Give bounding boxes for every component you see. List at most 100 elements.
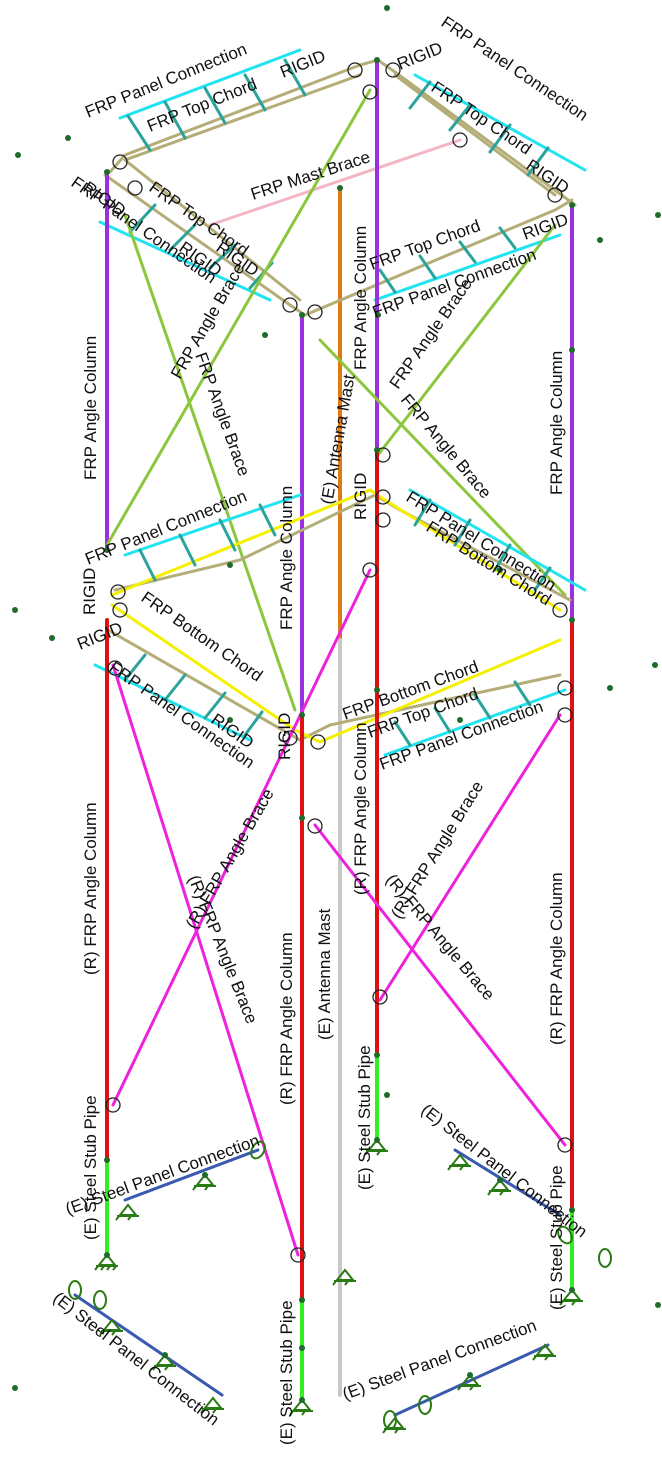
hinge-icon — [310, 734, 326, 750]
hinge-icon — [110, 584, 126, 600]
label-frp-angle-column: FRP Angle Column — [351, 226, 370, 370]
support-icon — [487, 1178, 511, 1196]
top-panel-chord-inner — [123, 73, 362, 162]
label-r-frp-angle-column: (R) FRP Angle Column — [81, 802, 100, 975]
spring-icon — [93, 1290, 107, 1310]
label-rigid: RIGID — [351, 473, 370, 520]
hinge-icon — [547, 187, 563, 203]
hinge-icon — [282, 730, 298, 746]
label-frp-angle-column: FRP Angle Column — [277, 486, 296, 630]
frp-angle-braces-upper — [105, 88, 567, 712]
support-icon — [447, 1153, 471, 1171]
label-rigid: RIGID — [74, 618, 125, 653]
label-e-steel-stub-pipe: (E) Steel Stub Pipe — [547, 1165, 566, 1310]
support-icon — [99, 1318, 123, 1336]
support-icon — [457, 1373, 481, 1391]
label-rigid: RIGID — [275, 713, 294, 760]
support-icon — [332, 1268, 356, 1286]
label-rigid: RIGID — [277, 46, 328, 81]
nodes — [12, 5, 661, 1403]
hinge-icon — [107, 660, 123, 676]
hinge-icon — [362, 562, 378, 578]
hinge-icon — [557, 707, 573, 723]
bottom-panel-connection-back-right — [408, 488, 587, 592]
spring-icon — [557, 1225, 573, 1245]
hinge-icon — [112, 154, 128, 170]
spring-icon — [598, 1248, 612, 1268]
hinge-icon — [375, 447, 391, 463]
label-r-frp-angle-column: (R) FRP Angle Column — [547, 872, 566, 1045]
top-panel-connection-front-right — [373, 233, 562, 302]
support-icon — [94, 1253, 118, 1271]
support-icon — [364, 1138, 388, 1156]
r-frp-angle-braces-lower — [111, 568, 567, 1257]
supports — [94, 1138, 583, 1434]
top-panel-connection-back-left — [118, 48, 302, 120]
label-r-frp-angle-column: (R) FRP Angle Column — [277, 932, 296, 1105]
label-frp-angle-brace: FRP Angle Brace — [397, 390, 495, 502]
label-rigid: RIGID — [394, 38, 445, 73]
hinge-icon — [105, 1097, 121, 1113]
label-rigid: RIGID — [80, 568, 99, 615]
hinge-icon — [282, 297, 298, 313]
support-icon — [200, 1396, 224, 1414]
bottom-panel-connection-front-right — [383, 688, 567, 757]
hinge-icon — [307, 818, 323, 834]
frp-mast-brace-line — [208, 138, 462, 227]
top-panel-chord-back — [108, 58, 577, 207]
top-rigid-links — [126, 58, 550, 294]
frp-bottom-chord-yellow-front — [110, 603, 562, 744]
label-e-steel-stub-pipe: (E) Steel Stub Pipe — [277, 1300, 296, 1445]
members — [73, 48, 587, 1417]
hinge-icon — [347, 62, 363, 78]
label-e-antenna-mast: (E) Antenna Mast — [315, 908, 334, 1040]
support-icon — [559, 1288, 583, 1306]
label-frp-angle-column: FRP Angle Column — [81, 336, 100, 480]
steel-panel-connection-left-back — [123, 1148, 260, 1202]
hinge-icon — [290, 1247, 306, 1263]
label-e-steel-stub-pipe: (E) Steel Stub Pipe — [81, 1095, 100, 1240]
support-icon — [115, 1203, 139, 1221]
support-icon — [152, 1353, 176, 1371]
label-e-steel-panel-connection: (E) Steel Panel Connection — [340, 1316, 539, 1404]
bottom-panel-chord-front — [106, 628, 562, 742]
label-r-frp-angle-brace: (R) FRP Angle Brace — [184, 872, 261, 1026]
top-panel-chord-right — [393, 73, 557, 197]
top-panel-chord-left — [123, 158, 302, 302]
support-icon — [289, 1398, 313, 1416]
label-frp-angle-column: FRP Angle Column — [547, 351, 566, 495]
label-e-steel-stub-pipe: (E) Steel Stub Pipe — [355, 1045, 374, 1190]
steel-panel-connection-right-front — [393, 1343, 550, 1417]
support-icon — [192, 1173, 216, 1191]
hinge-icon — [112, 602, 128, 618]
hinge-icon — [127, 180, 143, 196]
steel-panel-connection-left-front — [73, 1293, 224, 1397]
bottom-rigid-links — [123, 498, 552, 747]
top-panel-connection-front-left — [98, 220, 272, 302]
hinge-icon — [385, 62, 401, 78]
label-e-steel-panel-connection: (E) Steel Panel Connection — [50, 1288, 223, 1429]
hinge-icon — [375, 512, 391, 528]
bottom-panel-connection-back-left — [123, 493, 302, 557]
label-frp-angle-brace: FRP Angle Brace — [191, 350, 253, 479]
steel-panel-connection-right-back — [453, 1148, 562, 1217]
spring-supports — [68, 1140, 612, 1430]
label-r-frp-angle-column: (R) FRP Angle Column — [351, 722, 370, 895]
hinge-icon — [307, 304, 323, 320]
spring-icon — [418, 1395, 432, 1415]
bottom-panel-connection-front-left — [93, 663, 252, 742]
support-icon — [532, 1343, 556, 1361]
label-r-frp-angle-brace: (R) FRP Angle Brace — [182, 785, 278, 932]
hinge-icon — [362, 84, 378, 100]
hinge-icon — [552, 602, 568, 618]
hinges — [105, 62, 573, 1263]
hinge-icon — [557, 1137, 573, 1153]
hinge-icon — [375, 489, 391, 505]
spring-icon — [250, 1140, 266, 1160]
spring-icon — [383, 1410, 397, 1430]
spring-icon — [68, 1280, 82, 1300]
top-panel-connection-back-right — [413, 73, 587, 172]
hinge-icon — [372, 989, 388, 1005]
hinge-icon — [557, 680, 573, 696]
